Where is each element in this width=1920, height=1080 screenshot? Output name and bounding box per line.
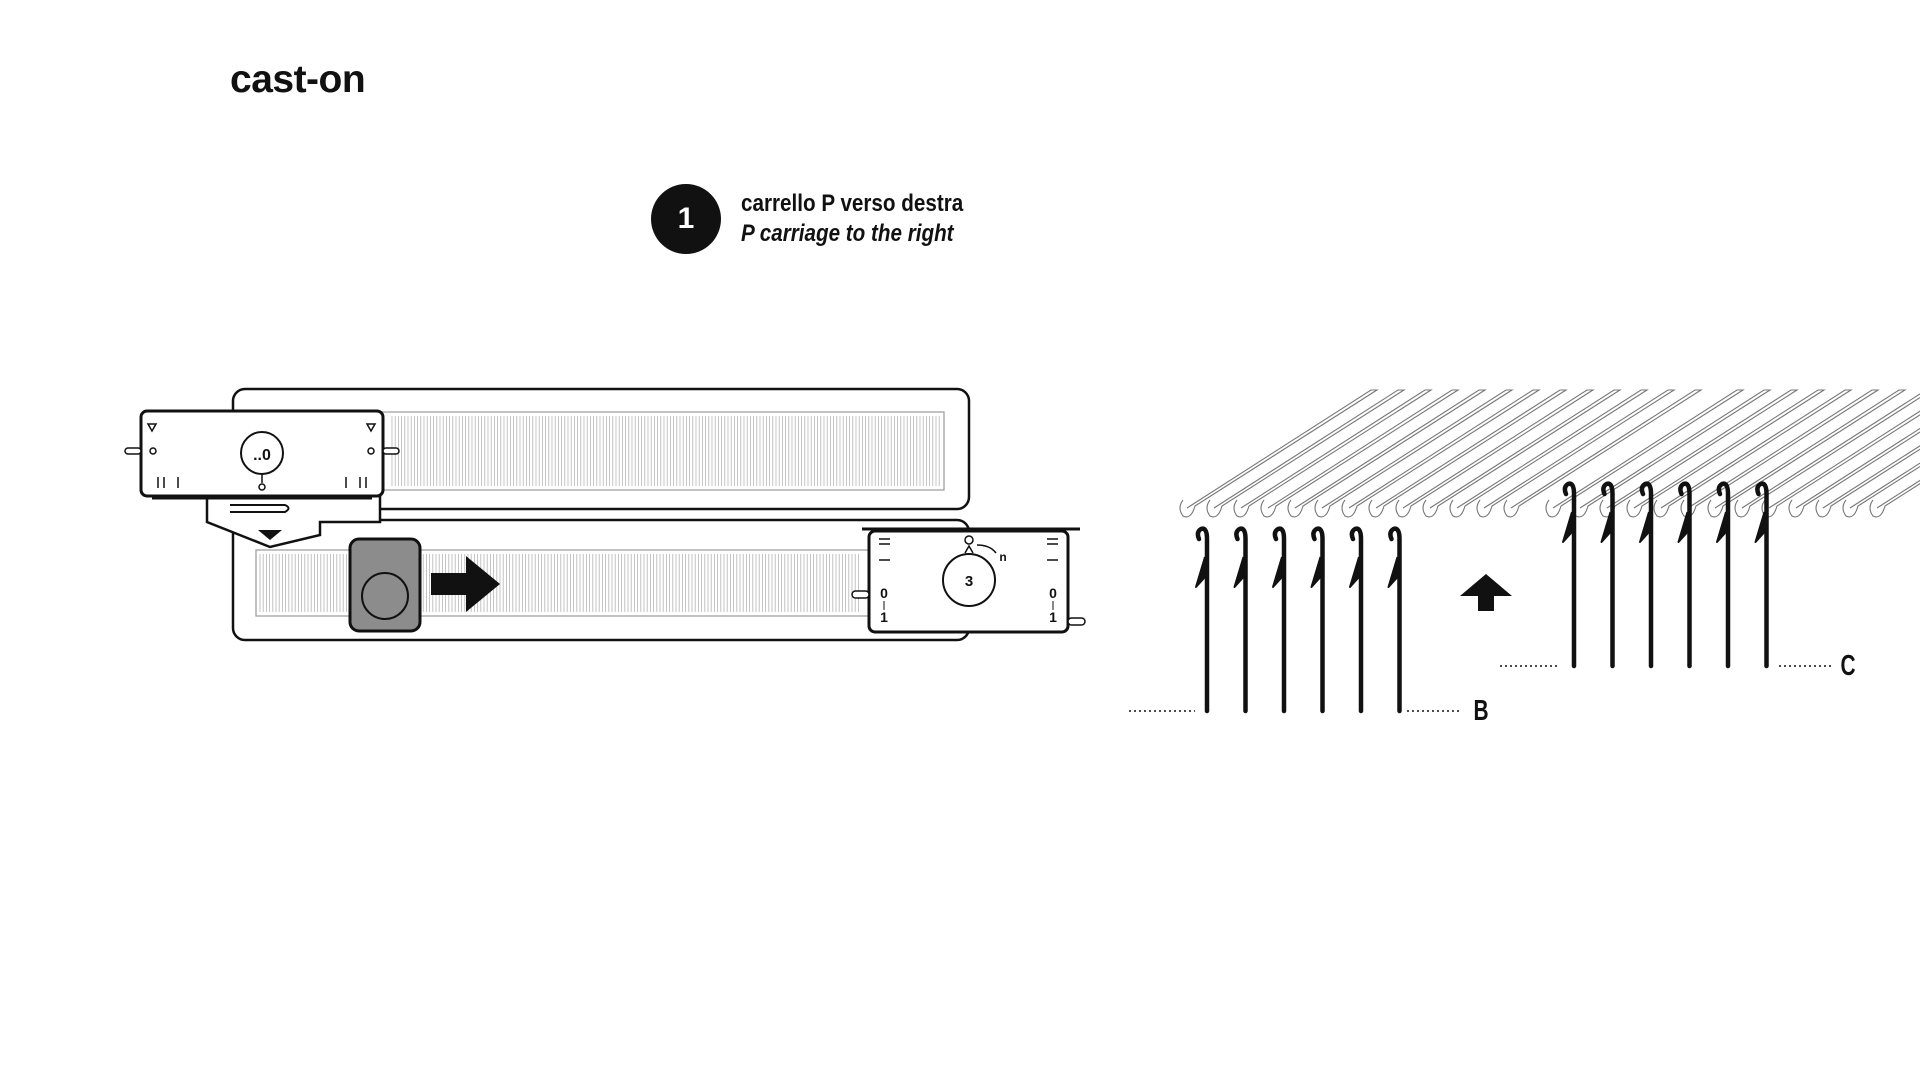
tilted-needle: [1422, 389, 1622, 518]
latch-needle: [1754, 481, 1769, 669]
tilted-needle: [1449, 389, 1649, 518]
latch-needle: [1639, 481, 1654, 669]
tilted-needle: [1341, 389, 1541, 518]
needles-c-upright: [1562, 481, 1769, 669]
latch-needle: [1562, 481, 1577, 669]
tilted-needle: [1626, 389, 1826, 518]
back-bed-needle-ticks: [391, 416, 940, 486]
left-lever-top-value: 0: [880, 585, 888, 601]
needle-group-c: C: [1500, 389, 1920, 682]
step-number-badge: 1: [651, 184, 721, 254]
carriage-connector-arm: [205, 491, 382, 549]
tilted-needle: [1395, 389, 1595, 518]
page-title: cast-on: [230, 58, 366, 101]
tilted-needle: [1653, 389, 1853, 518]
lower-carriage-dial: [942, 553, 996, 607]
tilted-needle: [1476, 389, 1676, 518]
tilted-needle: [1233, 389, 1433, 518]
tilted-needle: [1314, 389, 1514, 518]
tilted-needle: [1734, 393, 1920, 518]
tilted-needle: [1545, 389, 1745, 518]
tilted-needle: [1179, 389, 1379, 518]
right-lever-bottom-value: 1: [1049, 609, 1057, 625]
right-lever-top-value: 0: [1049, 585, 1057, 601]
tilted-needle: [1599, 389, 1799, 518]
step-text-english: P carriage to the right: [741, 220, 954, 247]
step-instruction: 1 carrello P verso destra P carriage to …: [651, 184, 999, 254]
latch-needle: [1272, 526, 1287, 714]
needle-bed-b-tilted-needles: [1179, 389, 1703, 518]
tilted-needle: [1503, 389, 1703, 518]
tilted-needle: [1869, 479, 1920, 518]
position-c-label: C: [1840, 650, 1855, 682]
tilted-needle: [1815, 445, 1920, 518]
latch-needle: [1195, 526, 1210, 714]
needle-group-b: B: [1129, 389, 1703, 727]
tilted-needle: [1680, 389, 1880, 518]
front-needle-bed: [231, 518, 971, 642]
latch-needle: [1233, 526, 1248, 714]
lower-carriage-mark: n: [999, 550, 1006, 564]
position-b-label: B: [1473, 695, 1488, 727]
move-right-arrow-icon: [431, 556, 500, 612]
tilted-needle: [1206, 389, 1406, 518]
latch-needle: [1349, 526, 1364, 714]
tilted-needle: [1842, 462, 1920, 518]
step-text: carrello P verso destra P carriage to th…: [741, 189, 963, 249]
latch-needle: [1310, 526, 1325, 714]
up-arrow-icon: [1460, 574, 1512, 611]
latch-needle: [1600, 481, 1615, 669]
tilted-needle: [1707, 389, 1907, 518]
left-lever-bottom-value: 1: [880, 609, 888, 625]
step-text-italian: carrello P verso destra: [741, 190, 964, 217]
lower-carriage: 3 n 0 1 0 1: [851, 527, 1086, 634]
upper-carriage-dial-value: ..0: [253, 447, 271, 464]
needle-bed-c-tilted-needles: [1545, 389, 1920, 518]
tilted-needle: [1368, 389, 1568, 518]
latch-needle: [1387, 526, 1402, 714]
upper-carriage: ..0: [124, 409, 400, 549]
p-carriage: [348, 537, 422, 633]
lower-carriage-dial-value: 3: [965, 573, 973, 590]
latch-needle: [1677, 481, 1692, 669]
tilted-needle: [1788, 427, 1920, 518]
latch-needle: [1716, 481, 1731, 669]
tilted-needle: [1260, 389, 1460, 518]
tilted-needle: [1287, 389, 1487, 518]
needles-b-upright: [1195, 526, 1402, 714]
